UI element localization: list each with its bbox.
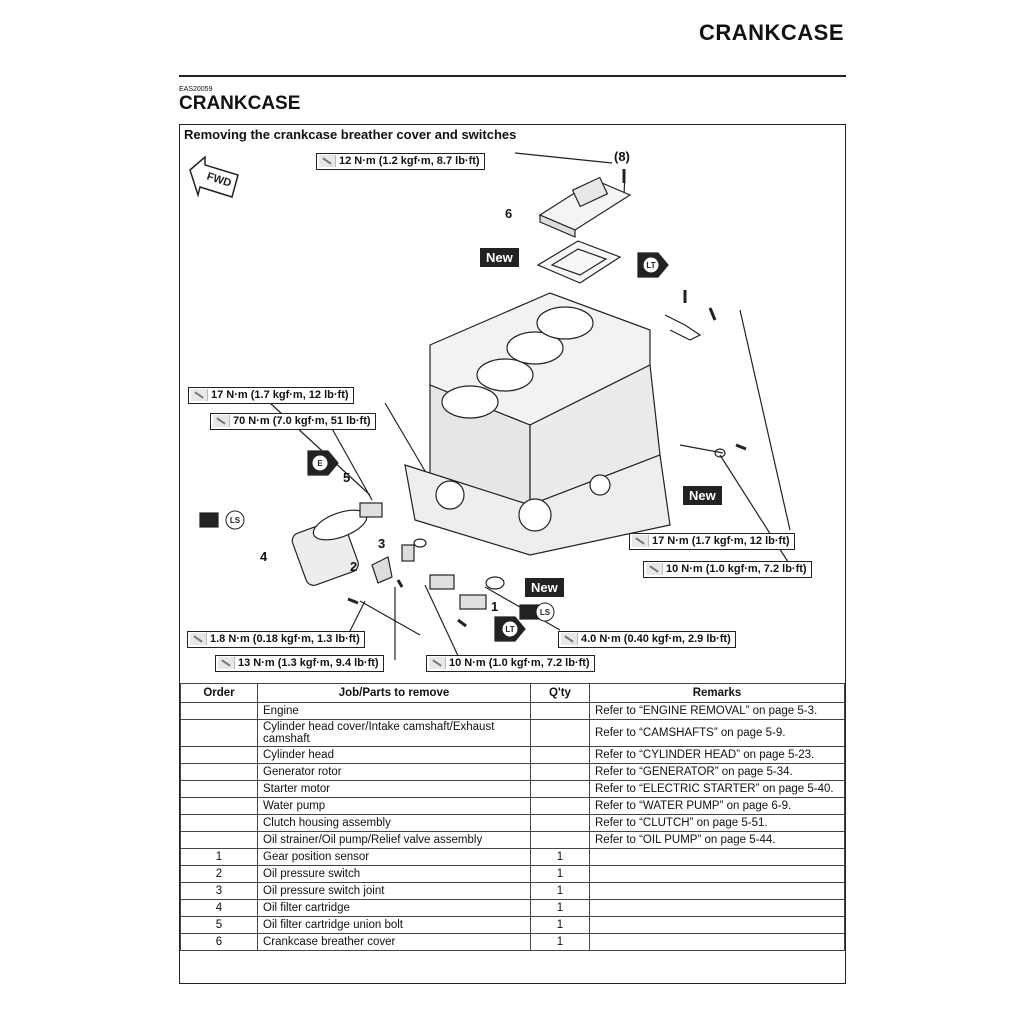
section-title: CRANKCASE [179,93,301,114]
callout-1: 1 [491,599,499,614]
exploded-diagram: Removing the crankcase breather cover an… [180,125,845,685]
wrench-icon [213,415,230,427]
header-rule [179,75,846,77]
lt-symbol-label-2: LT [505,625,514,634]
new-part-tag-oring-right: New [683,486,722,505]
col-job: Job/Parts to remove [257,683,531,703]
callout-2: 2 [350,559,358,574]
section-code: EAS20059 [179,86,213,93]
wrench-icon [191,389,208,401]
col-order: Order [180,683,258,703]
table-row: Oil strainer/Oil pump/Relief valve assem… [180,831,845,849]
torque-label-sensor-4: 4.0 N·m (0.40 kgf·m, 2.9 lb·ft) [558,631,736,648]
callout-3: 3 [378,536,386,551]
callout-5: 5 [343,470,351,485]
wrench-icon [646,563,663,575]
callout-4: 4 [260,549,268,564]
torque-label-union-70: 70 N·m (7.0 kgf·m, 51 lb·ft) [210,413,376,430]
content-frame: Removing the crankcase breather cover an… [179,124,846,984]
col-qty: Q'ty [530,683,590,703]
new-part-tag-oring-sensor: New [525,578,564,597]
parts-table: Order Job/Parts to remove Q'ty Remarks E… [180,683,845,951]
callout-6: 6 [505,206,513,221]
ls-symbol-label: LS [230,516,241,525]
torque-label-switch-1-8: 1.8 N·m (0.18 kgf·m, 1.3 lb·ft) [187,631,365,648]
wrench-icon [190,633,207,645]
new-part-tag-gasket: New [480,248,519,267]
torque-label-right-17: 17 N·m (1.7 kgf·m, 12 lb·ft) [629,533,795,550]
torque-label-switch-13: 13 N·m (1.3 kgf·m, 9.4 lb·ft) [215,655,384,672]
wrench-icon [429,657,446,669]
torque-label-breather: 12 N·m (1.2 kgf·m, 8.7 lb·ft) [316,153,485,170]
table-header-row: Order Job/Parts to remove Q'ty Remarks [180,683,845,703]
ls-symbol-label-2: LS [540,608,551,617]
wrench-icon [319,155,336,167]
fwd-label: FWD [205,171,233,190]
e-symbol-label: E [317,459,323,468]
wrench-icon [561,633,578,645]
callout-8: (8) [614,149,630,164]
torque-label-joint-10: 10 N·m (1.0 kgf·m, 7.2 lb·ft) [426,655,595,672]
wrench-icon [632,535,649,547]
torque-label-right-10: 10 N·m (1.0 kgf·m, 7.2 lb·ft) [643,561,812,578]
page-header-title: CRANKCASE [698,20,844,45]
diagram-title: Removing the crankcase breather cover an… [184,127,517,142]
wrench-icon [218,657,235,669]
table-row: Cylinder head cover/Intake camshaft/Exha… [180,719,845,747]
col-remarks: Remarks [589,683,845,703]
torque-label-union-17: 17 N·m (1.7 kgf·m, 12 lb·ft) [188,387,354,404]
lt-symbol-label: LT [646,261,655,270]
engine-illustration: FWD LT E LS LS LT [189,152,791,661]
